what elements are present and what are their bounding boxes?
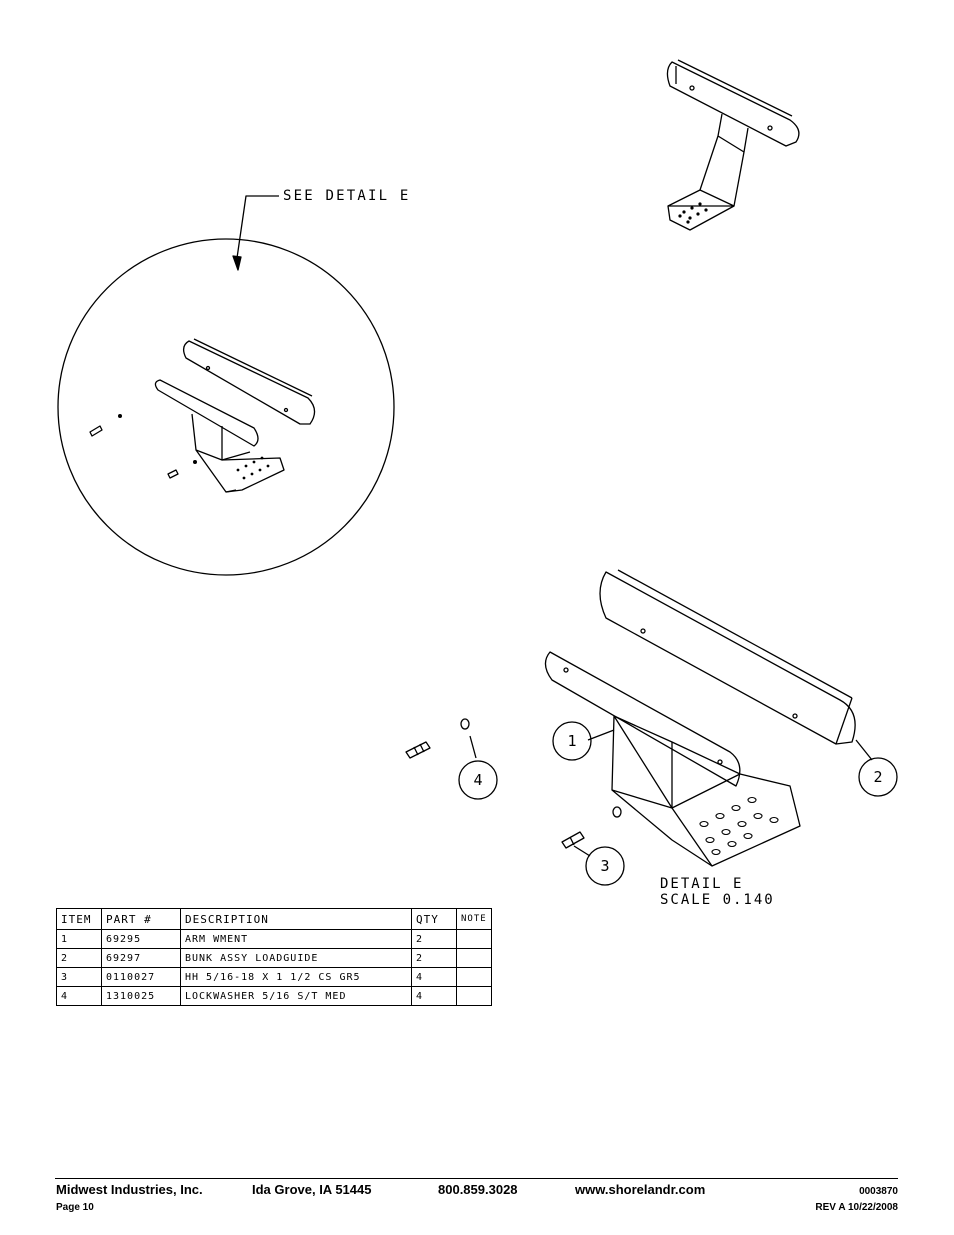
see-detail-callout: SEE DETAIL E [283, 188, 411, 204]
table-row: 2 69297 BUNK ASSY LOADGUIDE 2 [56, 948, 492, 968]
cell-part: 69295 [101, 929, 181, 949]
balloon-4-label: 4 [473, 771, 482, 789]
callout-arrowhead [232, 255, 242, 271]
cell-qty: 2 [411, 948, 457, 968]
cell-description: HH 5/16-18 X 1 1/2 CS GR5 [180, 967, 412, 987]
detail-scale: SCALE 0.140 [660, 892, 775, 908]
parts-table: ITEM PART # DESCRIPTION QTY NOTE 1 69295… [56, 908, 492, 1006]
footer-page-number: Page 10 [56, 1202, 94, 1213]
cell-qty: 4 [411, 967, 457, 987]
overview-assembly-illustration [666, 59, 800, 231]
cell-item: 2 [56, 948, 102, 968]
cell-note [456, 929, 492, 949]
cell-description: ARM WMENT [180, 929, 412, 949]
footer-phone: 800.859.3028 [438, 1182, 518, 1197]
callout-leader [236, 195, 279, 259]
cell-item: 3 [56, 967, 102, 987]
footer-divider [55, 1178, 898, 1179]
table-header-row: ITEM PART # DESCRIPTION QTY NOTE [56, 908, 492, 930]
balloon-1-label: 1 [567, 732, 576, 750]
cell-note [456, 967, 492, 987]
cell-qty: 4 [411, 986, 457, 1006]
cell-part: 69297 [101, 948, 181, 968]
footer-doc-number: 0003870 [859, 1186, 898, 1197]
cell-description: LOCKWASHER 5/16 S/T MED [180, 986, 412, 1006]
cell-note [456, 986, 492, 1006]
cell-item: 4 [56, 986, 102, 1006]
header-part: PART # [101, 908, 181, 930]
footer-revision: REV A 10/22/2008 [815, 1202, 898, 1213]
table-row: 3 0110027 HH 5/16-18 X 1 1/2 CS GR5 4 [56, 967, 492, 987]
detail-circle [57, 238, 395, 576]
cell-part: 1310025 [101, 986, 181, 1006]
header-item: ITEM [56, 908, 102, 930]
cell-qty: 2 [411, 929, 457, 949]
cell-item: 1 [56, 929, 102, 949]
footer-company: Midwest Industries, Inc. [56, 1182, 203, 1197]
cell-description: BUNK ASSY LOADGUIDE [180, 948, 412, 968]
footer-website[interactable]: www.shorelandr.com [575, 1182, 706, 1197]
cell-note [456, 948, 492, 968]
footer-city: Ida Grove, IA 51445 [252, 1182, 372, 1197]
cell-part: 0110027 [101, 967, 181, 987]
header-qty: QTY [411, 908, 457, 930]
header-note: NOTE [456, 908, 492, 930]
header-description: DESCRIPTION [180, 908, 412, 930]
balloon-3-label: 3 [600, 857, 609, 875]
table-row: 4 1310025 LOCKWASHER 5/16 S/T MED 4 [56, 986, 492, 1006]
table-row: 1 69295 ARM WMENT 2 [56, 929, 492, 949]
balloon-2-label: 2 [873, 768, 882, 786]
detail-title: DETAIL E [660, 876, 743, 892]
detail-e-illustration [405, 569, 898, 886]
circle-detail-illustration [89, 338, 316, 493]
